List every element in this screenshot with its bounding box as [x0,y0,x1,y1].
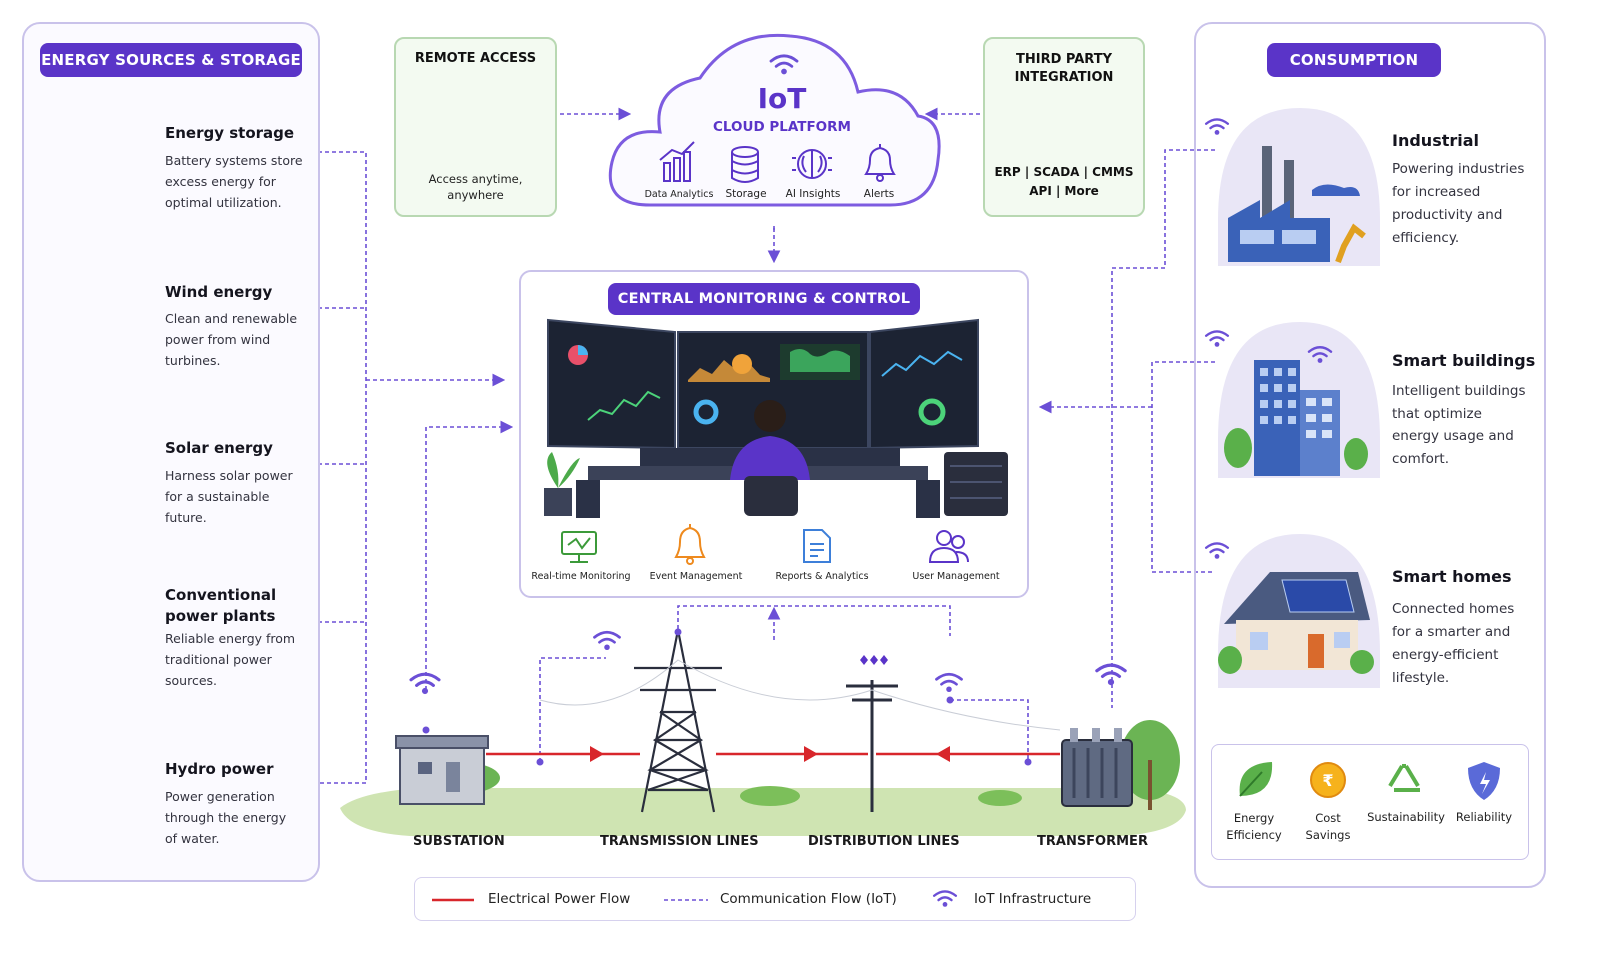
distribution-pole-icon [846,680,898,812]
cloud-shape [608,33,941,207]
hydro-power-title: Hydro power [165,760,274,778]
central-monitoring-title: CENTRAL MONITORING & CONTROL [608,283,920,315]
bar-chart-icon [659,141,695,182]
rupee-coin-icon: ₹ [1310,762,1346,798]
power-flow-legend-label: Electrical Power Flow [488,891,631,907]
database-icon [731,146,759,183]
event-management-label: Event Management [649,571,743,582]
house-icon [1218,534,1380,688]
reports-analytics-label: Reports & Analytics [775,571,869,582]
energy-sources-title: ENERGY SOURCES & STORAGE [40,43,302,77]
substation-label: SUBSTATION [413,834,505,849]
smart-buildings-title: Smart buildings [1392,351,1536,370]
remote-access-box [394,37,557,217]
transformer-label: TRANSFORMER [1037,834,1148,849]
leaf-icon [1239,762,1273,797]
benefits-box [1211,744,1529,860]
reliability-label: Reliability [1455,810,1513,824]
solar-energy-title: Solar energy [165,439,273,457]
shield-icon [1468,762,1500,800]
alerts-label: Alerts [863,188,895,200]
recycle-icon [1388,764,1420,792]
remote-access-caption: Access anytime,anywhere [428,172,523,202]
ai-insights-label: AI Insights [785,188,841,200]
energy-sources-panel [22,22,320,882]
third-party-box [983,37,1145,217]
comm-flow-legend-label: Communication Flow (IoT) [720,891,897,907]
industrial-title: Industrial [1392,131,1480,150]
remote-access-title: REMOTE ACCESS [414,51,537,66]
user-management-label: User Management [912,571,1000,582]
energy-storage-title: Energy storage [165,124,295,142]
wind-energy-title: Wind energy [165,283,273,301]
bell-icon [674,524,706,565]
users-icon [928,530,969,563]
factory-icon [1218,108,1380,266]
iot-infrastructure-legend-label: IoT Infrastructure [974,891,1092,907]
transmission-lines-label: TRANSMISSION LINES [600,834,759,849]
legend-box [414,877,1136,921]
substation-icon [395,735,489,805]
smart-homes-title: Smart homes [1392,567,1512,586]
bell-icon [864,144,896,182]
transformer-icon [1061,728,1133,807]
control-room-illustration [544,318,1008,518]
central-monitoring-box [519,270,1029,598]
distribution-lines-label: DISTRIBUTION LINES [808,834,960,849]
report-icon [803,529,831,563]
data-analytics-label: Data Analytics [644,189,714,200]
transmission-tower-icon [634,629,722,813]
sustainability-label: Sustainability [1367,810,1445,824]
building-icon [1218,322,1380,478]
svg-text:₹: ₹ [1322,771,1333,790]
realtime-monitoring-label: Real-time Monitoring [531,571,631,582]
monitor-icon [561,531,597,563]
cloud-subtitle: CLOUD PLATFORM [712,119,851,135]
consumption-panel [1194,22,1546,888]
cloud-title: IoT [757,82,807,115]
brain-chip-icon [792,149,832,179]
consumption-title: CONSUMPTION [1267,43,1441,77]
storage-label: Storage [725,188,767,200]
